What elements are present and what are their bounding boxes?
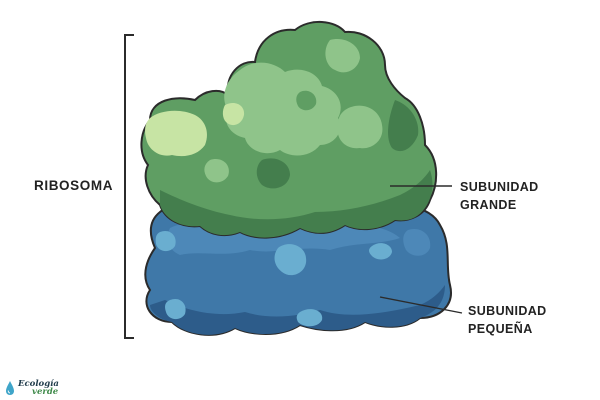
small-subunit-pointer [379,296,463,314]
small-subunit-shape [144,202,452,336]
small-subunit-label-line1: SUBUNIDAD [468,304,547,318]
small-subunit-label-line2: PEQUEÑA [468,322,533,336]
large-subunit-label-line2: GRANDE [460,198,517,212]
small-subunit-label: SUBUNIDAD PEQUEÑA [468,302,547,338]
large-subunit-label-line1: SUBUNIDAD [460,180,539,194]
ribosome-label-text: RIBOSOMA [34,178,114,193]
ribosome-label: RIBOSOMA [34,177,113,195]
ecologia-verde-logo: Ecología verde [5,378,59,398]
ribosome-bracket [124,34,134,339]
large-subunit-shape [140,21,438,239]
logo-text: Ecología verde [18,379,59,397]
logo-text-line2: verde [32,387,59,397]
large-subunit-label: SUBUNIDAD GRANDE [460,178,539,214]
water-drop-icon [6,381,14,395]
logo-text-line1: Ecología [18,379,59,389]
